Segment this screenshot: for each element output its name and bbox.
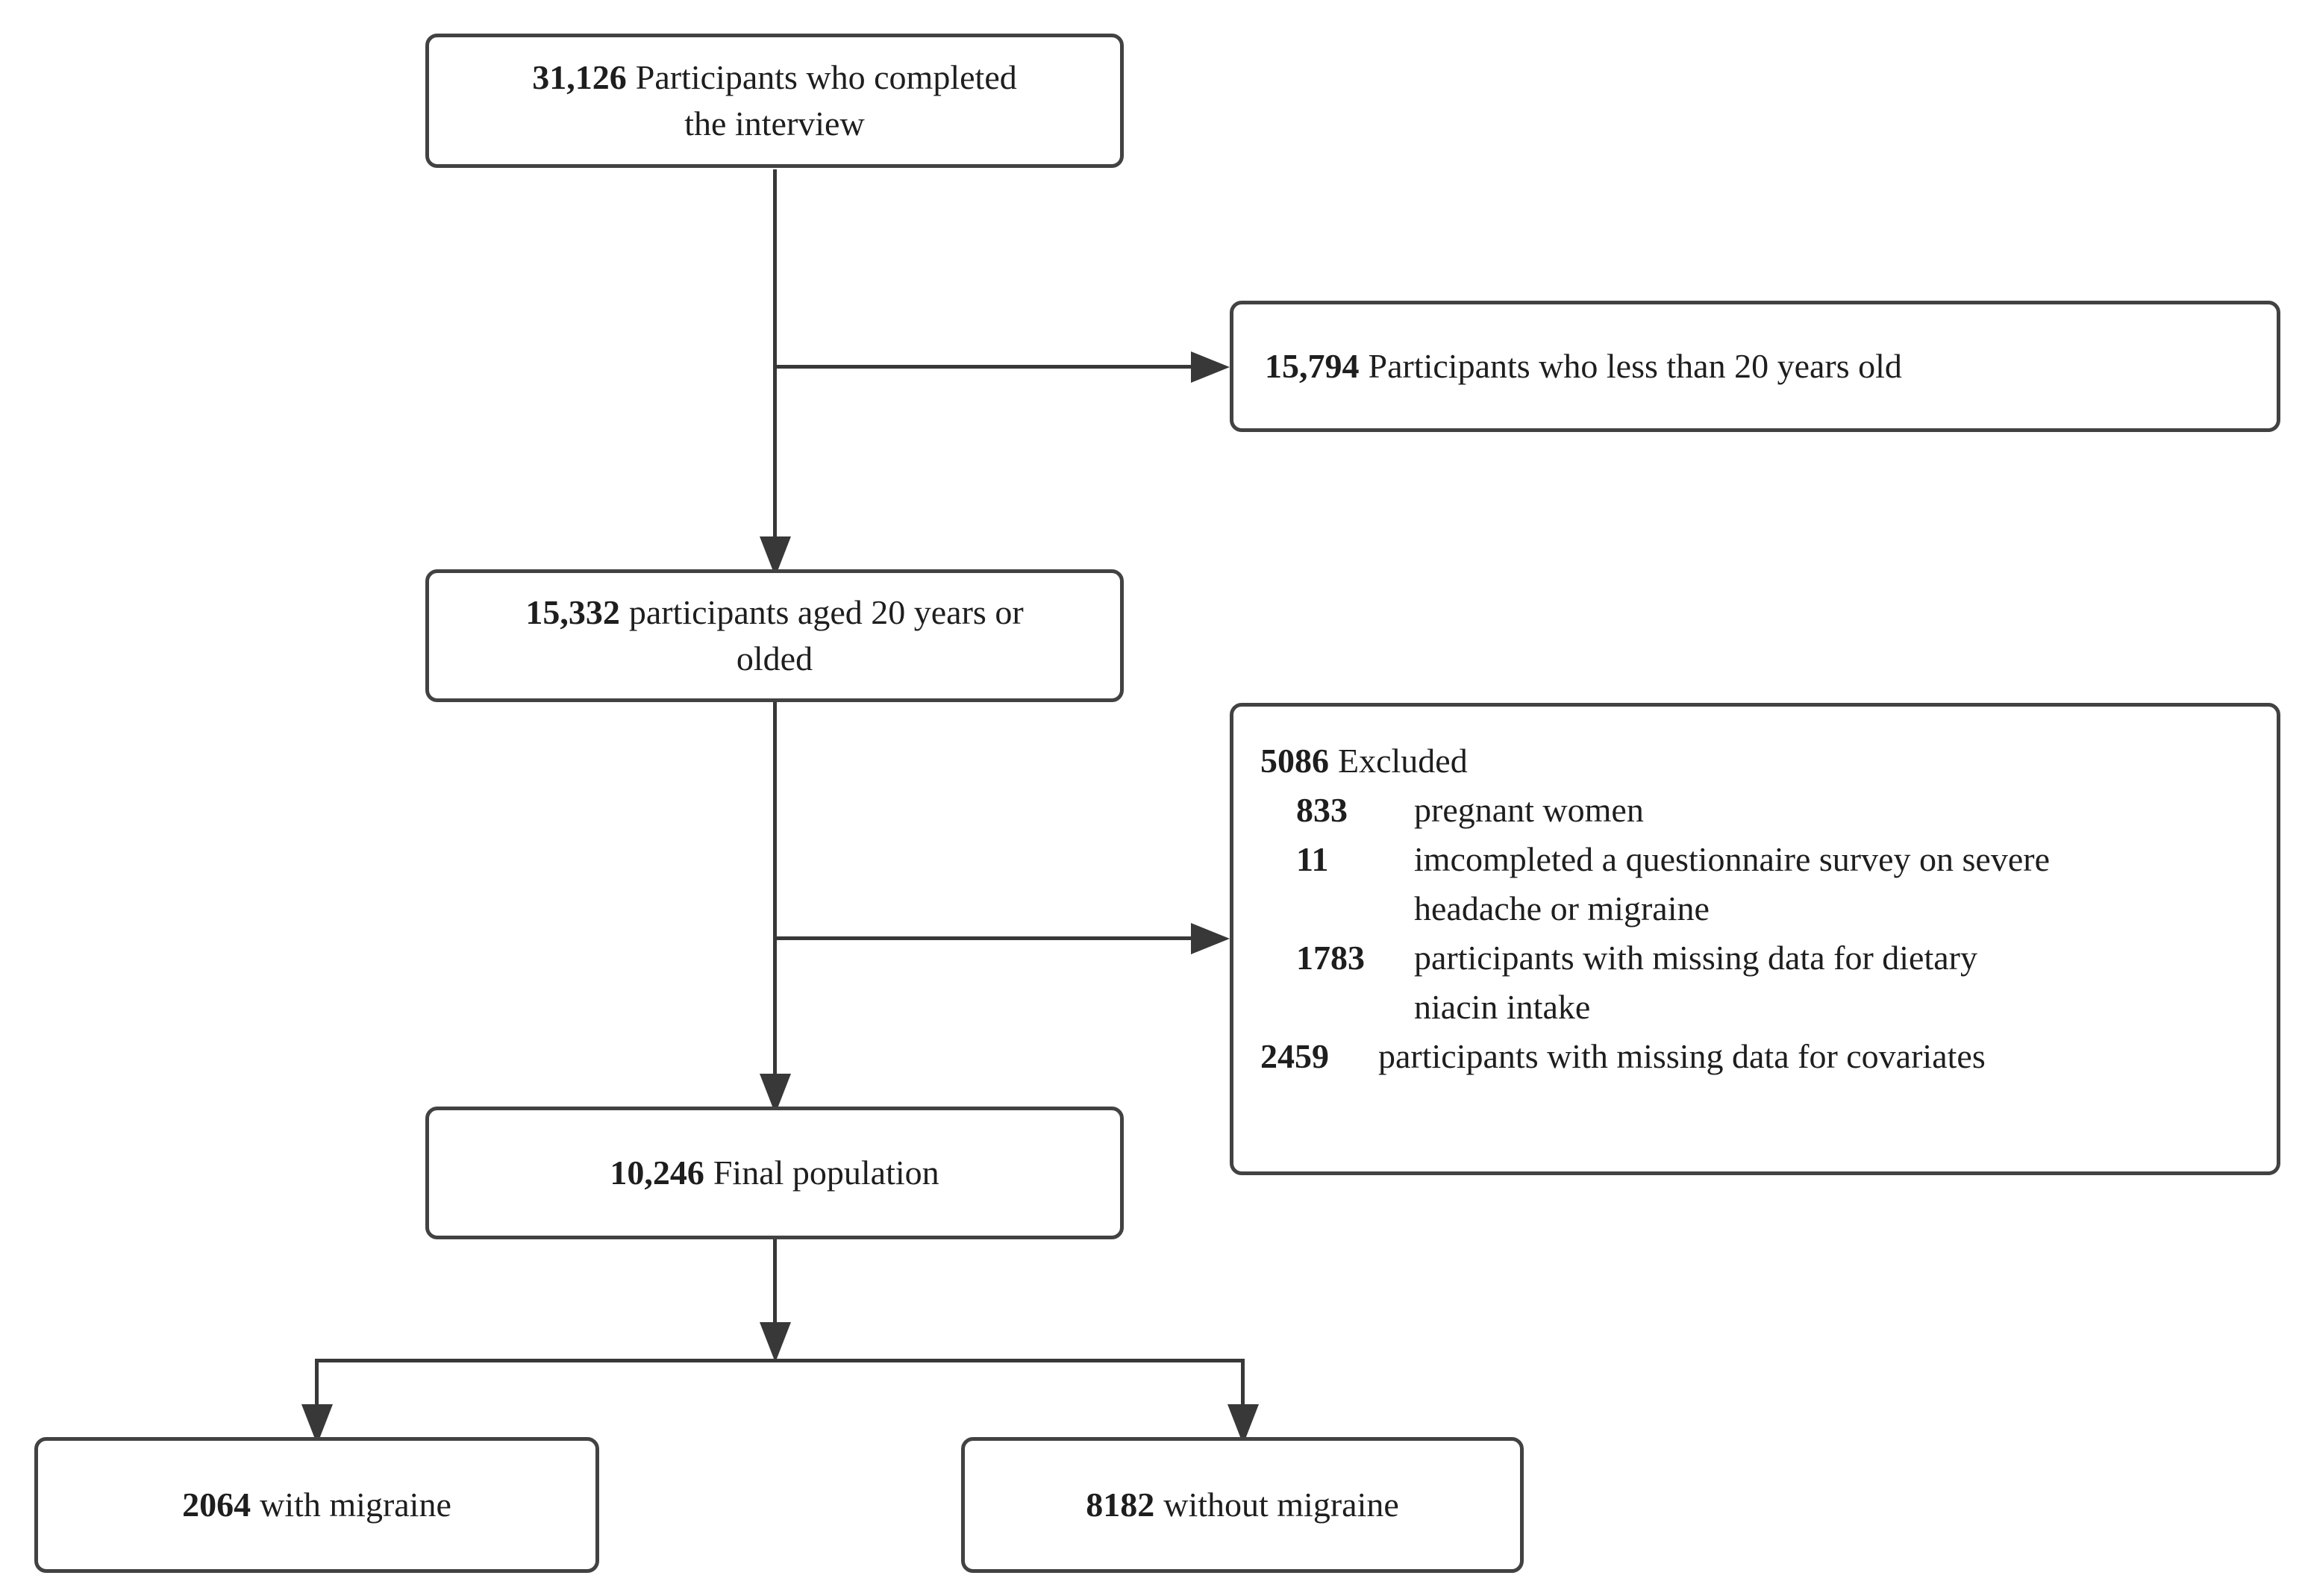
connector-final-to-split: [773, 1239, 777, 1324]
excluded-item-missing-niacin-line2: niacin intake: [1414, 988, 1591, 1026]
arrowhead-into-excluded: [1191, 923, 1230, 954]
count-completed: 31,126: [532, 58, 627, 96]
node-completed-interview-line2: the interview: [684, 104, 865, 143]
node-aged-20-line2: olded: [736, 639, 813, 677]
connector-split-to-migraine: [315, 1359, 319, 1406]
excluded-item-incomplete-survey-line1: imcompleted a questionnaire survey on se…: [1414, 840, 2050, 878]
excluded-item-missing-covariates-text: participants with missing data for covar…: [1378, 1037, 1986, 1075]
excluded-item-missing-covariates: 2459 participants with missing data for …: [1260, 1032, 2256, 1081]
count-without-migraine: 8182: [1086, 1486, 1155, 1524]
count-with-migraine: 2064: [182, 1486, 251, 1524]
count-missing-niacin: 1783: [1296, 939, 1365, 977]
connector-completed-to-aged20: [773, 169, 777, 539]
arrowhead-into-under20: [1191, 351, 1230, 383]
count-final-population: 10,246: [610, 1154, 704, 1192]
excluded-item-incomplete-survey-line2: headache or migraine: [1414, 889, 1710, 927]
count-aged-20: 15,332: [525, 593, 620, 631]
count-missing-covariates: 2459: [1260, 1037, 1329, 1075]
count-under-20: 15,794: [1265, 347, 1360, 385]
connector-branch-excluded: [773, 936, 1192, 940]
count-excluded: 5086: [1260, 742, 1329, 780]
count-pregnant: 833: [1296, 791, 1348, 829]
excluded-item-incomplete-survey: 11 imcompleted a questionnaire survey on…: [1260, 835, 2256, 933]
connector-aged20-to-final: [773, 701, 777, 1075]
connector-split-to-no-migraine: [1241, 1359, 1245, 1406]
arrowhead-into-split: [760, 1322, 791, 1362]
excluded-item-missing-niacin-line1: participants with missing data for dieta…: [1414, 939, 1977, 977]
connector-branch-under20: [773, 365, 1192, 369]
excluded-item-missing-niacin: 1783 participants with missing data for …: [1260, 933, 2256, 1032]
excluded-item-pregnant-text: pregnant women: [1414, 791, 1644, 829]
excluded-item-pregnant: 833 pregnant women: [1260, 786, 2256, 835]
count-incomplete-survey: 11: [1296, 840, 1329, 878]
